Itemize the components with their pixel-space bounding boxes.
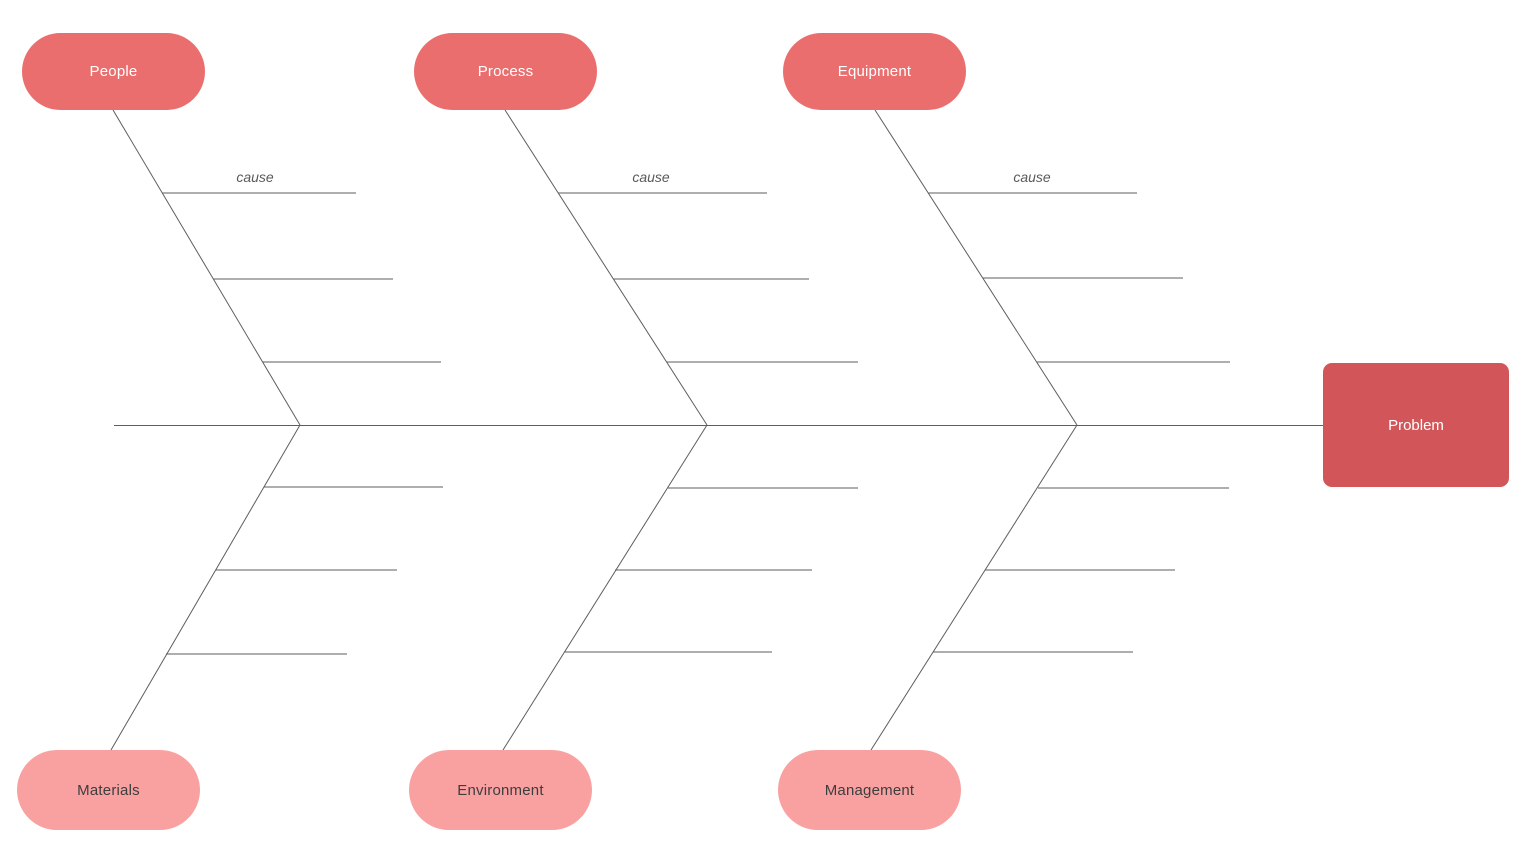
bone-materials (110, 424, 301, 751)
branch-label-people: People (89, 63, 138, 80)
bone-equipment (874, 109, 1078, 426)
branch-node-equipment[interactable]: Equipment (783, 33, 966, 110)
branch-node-management[interactable]: Management (778, 750, 961, 830)
branch-label-process: Process (477, 63, 534, 80)
cause-text-process[interactable]: cause (632, 169, 670, 185)
problem-label: Problem (1388, 416, 1444, 434)
bone-management (870, 424, 1078, 751)
branch-label-equipment: Equipment (837, 63, 912, 80)
branch-node-people[interactable]: People (22, 33, 205, 110)
cause-text-equipment[interactable]: cause (1013, 169, 1051, 185)
branch-node-environment[interactable]: Environment (409, 750, 592, 830)
branch-label-environment: Environment (457, 781, 544, 799)
bone-people (112, 109, 301, 426)
cause-text-people[interactable]: cause (236, 169, 274, 185)
bone-environment (502, 424, 708, 751)
branch-label-materials: Materials (77, 781, 140, 799)
branch-node-process[interactable]: Process (414, 33, 597, 110)
problem-node[interactable]: Problem (1323, 363, 1509, 487)
branch-label-management: Management (824, 781, 915, 799)
bone-process (504, 109, 708, 426)
branch-node-materials[interactable]: Materials (17, 750, 200, 830)
